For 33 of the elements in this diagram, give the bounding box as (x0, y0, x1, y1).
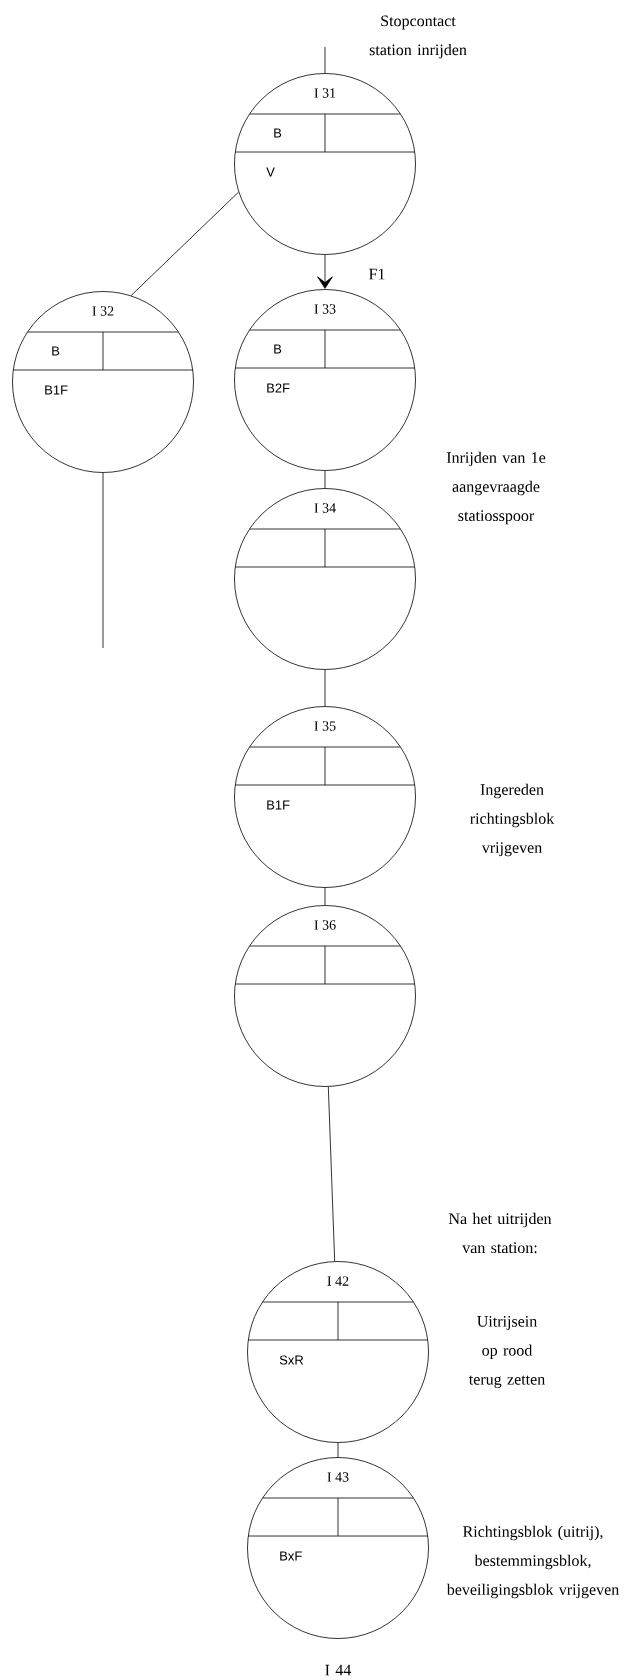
connector-line (102, 472, 104, 649)
annotation-text: I 44 (325, 1664, 352, 1676)
annotation-text: Stopcontact station inrijden (369, 15, 467, 59)
state-label: I 43 (327, 1472, 349, 1482)
connector-line (324, 470, 326, 489)
state-label: B (274, 128, 282, 138)
state-label: B (52, 346, 60, 356)
annotation-text: Richtingsblok (uitrij), bestemmingsblok, beveiligingsblok vrijgeven (446, 1525, 619, 1599)
connector-line (130, 191, 239, 296)
state-label: I 33 (314, 304, 336, 314)
state-label: I 35 (314, 721, 336, 731)
state-label: SxR (279, 1355, 304, 1365)
connector-line (317, 254, 333, 289)
annotation-text: Ingereden richtingsblok vrijgeven (470, 783, 555, 857)
state-label: I 42 (327, 1276, 349, 1286)
state-label: B1F (45, 385, 68, 395)
connector-line (324, 669, 326, 707)
state-label: B (274, 344, 282, 354)
annotation-text: Na het uitrijden van station: (448, 1212, 552, 1254)
state-label: B2F (267, 383, 290, 393)
annotation-text: Inrijden van 1e aangevraagde statiosspoor (446, 451, 546, 525)
state-label: B1F (267, 800, 290, 810)
state-label: BxF (280, 1551, 302, 1561)
state-label: I 32 (92, 306, 114, 316)
connector-line (337, 1442, 339, 1458)
connector-line (324, 887, 326, 906)
connector-line (324, 46, 326, 74)
annotation-text: Uitrijsein op rood terug zetten (468, 1316, 545, 1389)
state-label: I 34 (314, 503, 336, 513)
connector-line (327, 1086, 336, 1262)
state-label: I 36 (314, 920, 336, 930)
state-label: I 31 (314, 88, 336, 98)
state-label: V (266, 167, 275, 177)
